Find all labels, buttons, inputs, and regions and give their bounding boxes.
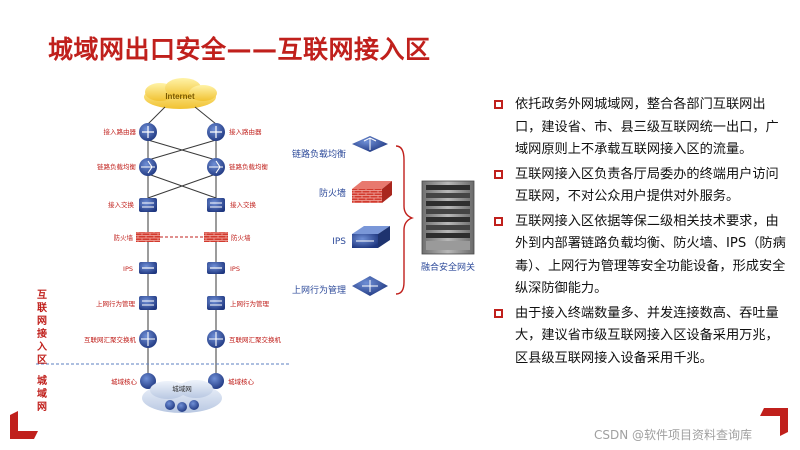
zone-label-lower: 城域网 — [37, 374, 47, 413]
right-label: 互联网汇聚交换机 — [229, 335, 282, 344]
middle-label: 上网行为管理 — [292, 284, 346, 296]
right-label: 接入路由器 — [229, 127, 262, 136]
behavior-mgmt-icon — [139, 296, 157, 310]
right-label: 接入交换 — [230, 200, 257, 209]
right-label: 城域核心 — [228, 377, 255, 386]
middle-device-column — [352, 136, 392, 296]
firewall-icon — [204, 232, 228, 242]
bullet-square-icon — [494, 169, 503, 179]
left-label: 上网行为管理 — [96, 299, 136, 308]
link-lines — [147, 106, 217, 396]
bullet-square-icon — [494, 308, 503, 318]
bullet-text: 互联网接入区依据等保二级相关技术要求，由外到内部署链路负载均衡、防火墙、IPS（… — [515, 213, 786, 297]
left-label: IPS — [123, 265, 133, 273]
left-label: 链路负载均衡 — [97, 162, 137, 171]
metro-core-icon — [208, 373, 224, 389]
bullet-list: 依托政务外网城域网，整合各部门互联网出口，建设省、市、县三级互联网统一出口，广域… — [494, 94, 786, 372]
left-label: 互联网汇聚交换机 — [84, 335, 137, 344]
behavior-mgmt-icon — [207, 296, 225, 310]
bullet-square-icon — [494, 100, 503, 109]
bullet-item: 互联网接入区负责各厅局委办的终端用户访问互联网，不对公众用户提供对外服务。 — [494, 164, 786, 209]
brace — [395, 145, 414, 295]
left-label: 城域核心 — [111, 377, 138, 386]
gateway-label: 融合安全网关 — [421, 261, 475, 273]
security-gateway-icon — [421, 180, 475, 255]
middle-label: 链路负载均衡 — [292, 148, 346, 160]
left-device-column — [136, 123, 160, 389]
left-label: 防火墙 — [114, 233, 134, 242]
watermark: CSDN @软件项目资料查询库 — [594, 428, 753, 442]
corner-arrow-left-icon — [10, 411, 38, 439]
bullet-item: 由于接入终端数量多、并发连接数高、吞吐量大，建议省市级互联网接入区设备采用万兆，… — [494, 303, 786, 371]
right-label: 链路负载均衡 — [229, 162, 269, 171]
bullet-text: 互联网接入区负责各厅局委办的终端用户访问互联网，不对公众用户提供对外服务。 — [515, 166, 779, 205]
bullet-square-icon — [494, 216, 503, 226]
middle-label: 防火墙 — [319, 187, 346, 199]
corner-arrow-right-icon — [760, 408, 788, 436]
switch-icon — [139, 198, 157, 212]
right-label: IPS — [230, 265, 240, 273]
left-label: 接入路由器 — [104, 127, 137, 136]
page-title: 城域网出口安全——互联网接入区 — [48, 35, 431, 64]
zone-label-upper: 互联网接入区 — [37, 289, 47, 366]
bullet-text: 依托政务外网城域网，整合各部门互联网出口，建设省、市、县三级互联网统一出口，广域… — [515, 97, 779, 157]
right-label: 防火墙 — [231, 233, 251, 242]
metro-cloud-icon — [142, 380, 222, 413]
right-device-column — [204, 123, 228, 389]
internet-label: Internet — [165, 92, 195, 101]
metro-cloud-label: 城域网 — [172, 384, 192, 393]
firewall-icon — [352, 181, 392, 203]
switch-icon — [207, 198, 225, 212]
middle-label: IPS — [332, 237, 346, 247]
internet-cloud-icon — [144, 78, 217, 109]
bullet-text: 由于接入终端数量多、并发连接数高、吞吐量大，建议省市级互联网接入区设备采用万兆，… — [515, 305, 779, 366]
metro-core-icon — [140, 373, 156, 389]
left-label: 接入交换 — [108, 200, 135, 209]
bullet-item: 互联网接入区依据等保二级相关技术要求，由外到内部署链路负载均衡、防火墙、IPS（… — [494, 211, 786, 301]
ips-icon — [352, 226, 390, 248]
bullet-item: 依托政务外网城域网，整合各部门互联网出口，建设省、市、县三级互联网统一出口，广域… — [494, 94, 786, 162]
right-label: 上网行为管理 — [230, 299, 270, 308]
firewall-icon — [136, 232, 160, 242]
